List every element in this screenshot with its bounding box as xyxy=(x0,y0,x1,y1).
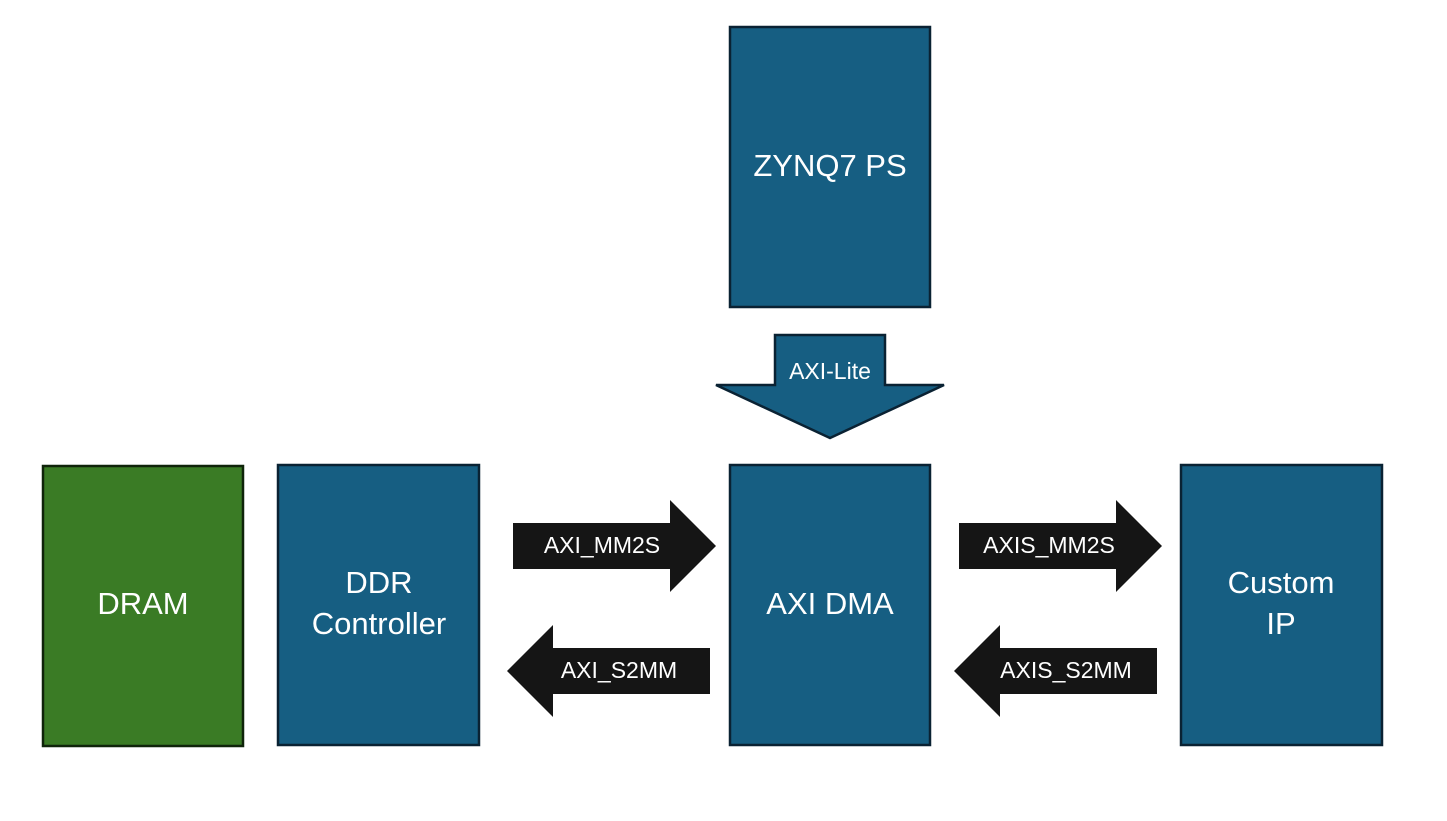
ddr-controller-label-line2: Controller xyxy=(312,606,446,641)
axi-s2mm-label: AXI_S2MM xyxy=(561,657,677,683)
dram-block: DRAM xyxy=(41,464,245,748)
axi-s2mm-arrow: AXI_S2MM xyxy=(507,625,710,717)
axis-s2mm-arrow: AXIS_S2MM xyxy=(954,625,1157,717)
axis-mm2s-arrow: AXIS_MM2S xyxy=(959,500,1162,592)
axi-mm2s-label: AXI_MM2S xyxy=(544,532,660,558)
ddr-controller-label-line1: DDR xyxy=(345,565,412,600)
axi-lite-arrow: AXI-Lite xyxy=(715,333,945,440)
custom-ip-block: Custom IP xyxy=(1179,463,1384,747)
dram-label: DRAM xyxy=(97,586,188,621)
custom-ip-label-line1: Custom xyxy=(1228,565,1335,600)
axis-mm2s-label: AXIS_MM2S xyxy=(983,532,1115,558)
zynq-ps-label: ZYNQ7 PS xyxy=(753,148,906,183)
zynq-ps-block: ZYNQ7 PS xyxy=(728,25,932,309)
axi-dma-label: AXI DMA xyxy=(766,586,894,621)
ddr-controller-block: DDR Controller xyxy=(276,463,481,747)
axi-mm2s-arrow: AXI_MM2S xyxy=(513,500,716,592)
axi-lite-label: AXI-Lite xyxy=(789,358,871,384)
axis-s2mm-label: AXIS_S2MM xyxy=(1000,657,1132,683)
custom-ip-label-line2: IP xyxy=(1266,606,1295,641)
axi-dma-block: AXI DMA xyxy=(728,463,932,747)
